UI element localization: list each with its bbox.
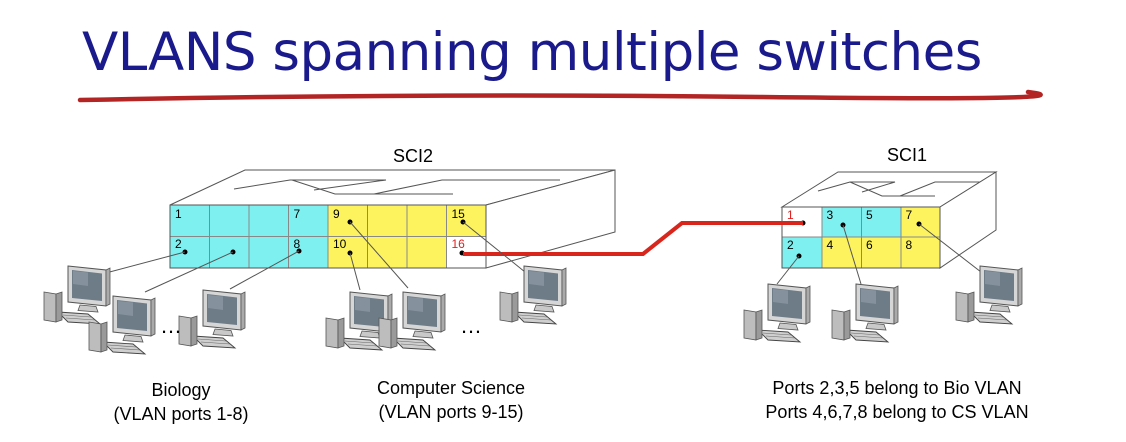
sci2-port-label-8: 8: [294, 237, 301, 251]
title-underline: [77, 89, 1043, 103]
bio-vlan-note: Ports 2,3,5 belong to Bio VLAN: [772, 378, 1021, 398]
sci1-port-label-6: 6: [866, 238, 873, 252]
sci1-host-2: [831, 283, 899, 343]
slide-title: VLANS spanning multiple switches: [82, 22, 982, 83]
sci1-port-label-7: 7: [906, 208, 913, 222]
sci1-host-1: [743, 283, 811, 343]
sci1-port-label-5: 5: [866, 208, 873, 222]
switch-sci2-label: SCI2: [393, 146, 433, 166]
sci2-port-label-7: 7: [294, 207, 301, 221]
sci2-port-label-10: 10: [333, 237, 347, 251]
sci2-port-label-9: 9: [333, 207, 340, 221]
switch-sci1: SCI1 1 3 5 7 2 4 6 8: [780, 145, 998, 269]
cs-ellipsis: …: [460, 313, 482, 338]
sci2-port-label-2: 2: [175, 237, 182, 251]
bio-host-1: [43, 265, 111, 325]
switch-sci2: SCI2 1 7 9 15 2 8 10 16: [169, 146, 616, 269]
sci1-host-3: [955, 265, 1023, 325]
sci2-port-label-1: 1: [175, 207, 182, 221]
sci1-port-label-1: 1: [787, 208, 794, 222]
cs-host-3: [499, 265, 567, 325]
sci1-port-label-2: 2: [787, 238, 794, 252]
cs-ports-label: (VLAN ports 9-15): [378, 402, 523, 422]
sci1-port-label-8: 8: [906, 238, 913, 252]
sci1-port-label-3: 3: [827, 208, 834, 222]
cs-vlan-note: Ports 4,6,7,8 belong to CS VLAN: [765, 402, 1028, 422]
bio-host-3: [178, 289, 246, 349]
bio-ellipsis: …: [160, 313, 182, 338]
biology-ports-label: (VLAN ports 1-8): [113, 404, 248, 424]
host-links: [101, 221, 982, 293]
sci2-port-label-16: 16: [452, 237, 466, 251]
cs-label: Computer Science: [377, 378, 525, 398]
trunk-link: [463, 221, 803, 256]
biology-label: Biology: [151, 380, 210, 400]
sci1-port-label-4: 4: [827, 238, 834, 252]
switch-sci1-label: SCI1: [887, 145, 927, 165]
sci2-port-label-15: 15: [452, 207, 466, 221]
